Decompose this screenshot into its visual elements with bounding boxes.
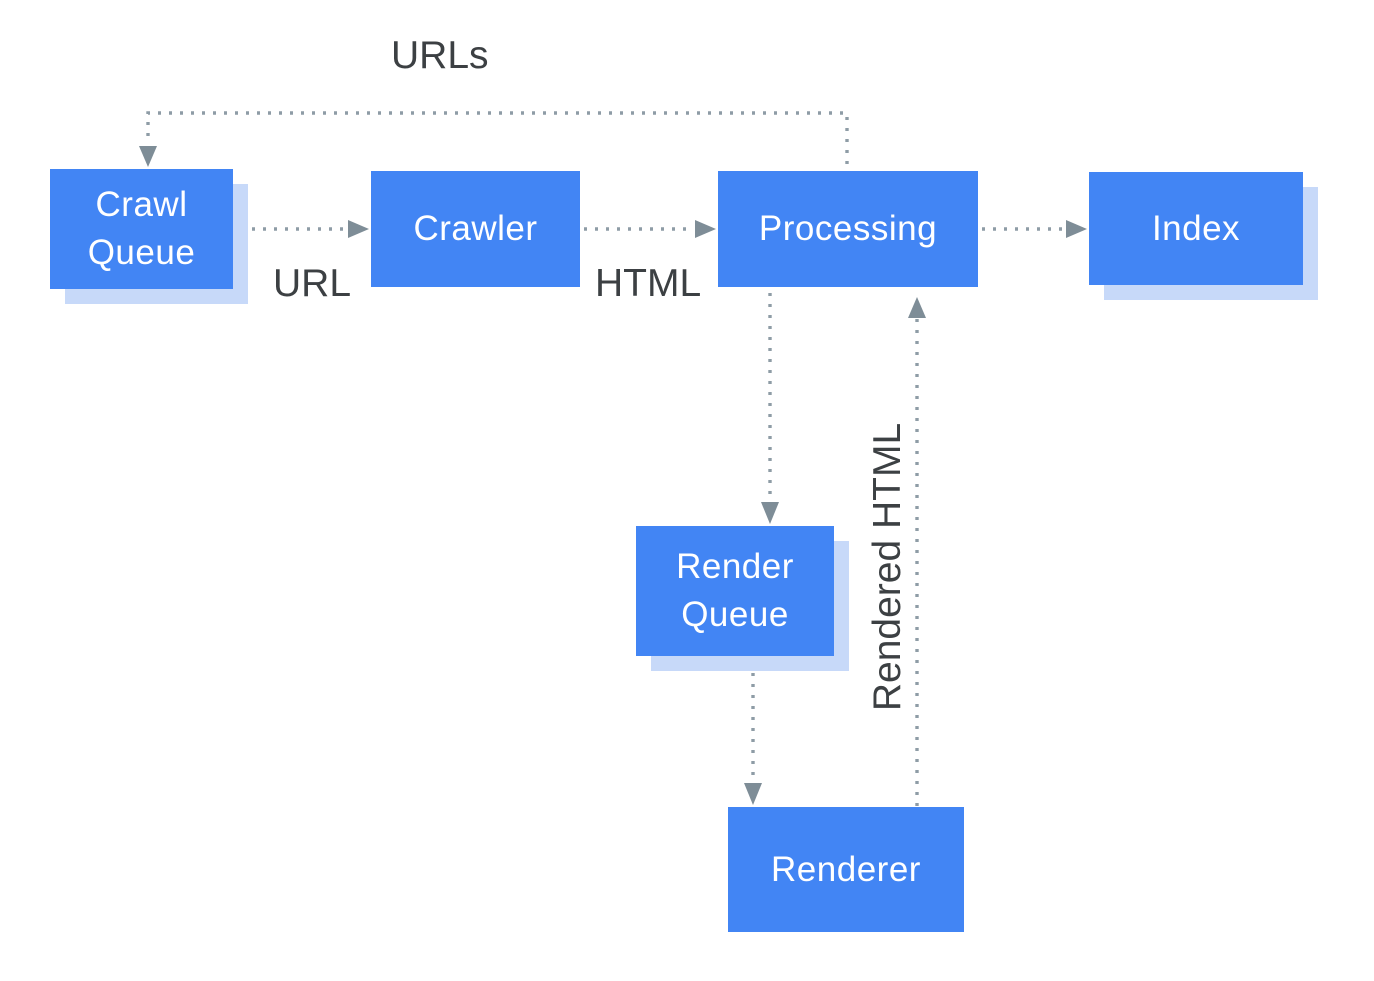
arrowheads <box>139 146 1087 805</box>
node-renderer-label: Renderer <box>771 849 921 889</box>
arrowhead-up-processing-icon <box>908 297 926 318</box>
node-crawl-queue-label: Crawl Queue <box>87 185 196 272</box>
edge-processing-to-crawl-queue <box>146 111 849 164</box>
node-index: Index <box>1089 172 1303 285</box>
node-render-queue-label: Render Queue <box>676 547 794 634</box>
node-processing: Processing <box>718 171 978 287</box>
dotted-edges <box>146 111 1064 806</box>
edge-label-html: HTML <box>595 262 702 305</box>
node-crawl-queue: Crawl Queue <box>50 169 233 289</box>
node-processing-label: Processing <box>758 209 938 248</box>
edge-label-urls: URLs <box>391 34 489 77</box>
arrowhead-down-crawl-queue-icon <box>139 146 157 167</box>
arrowhead-down-renderer-icon <box>744 783 762 805</box>
node-index-label: Index <box>1151 208 1241 248</box>
node-crawler-label: Crawler <box>413 209 538 248</box>
edge-label-rendered-html: Rendered HTML <box>866 422 909 712</box>
arrowhead-right-index-icon <box>1066 220 1087 238</box>
node-render-queue: Render Queue <box>636 526 834 656</box>
node-crawler: Crawler <box>371 171 580 287</box>
arrowhead-right-processing-icon <box>695 220 716 238</box>
arrowhead-right-crawler-icon <box>348 220 369 238</box>
edge-label-url: URL <box>273 262 352 305</box>
node-renderer: Renderer <box>728 807 964 932</box>
arrowhead-down-render-queue-icon <box>761 502 779 524</box>
